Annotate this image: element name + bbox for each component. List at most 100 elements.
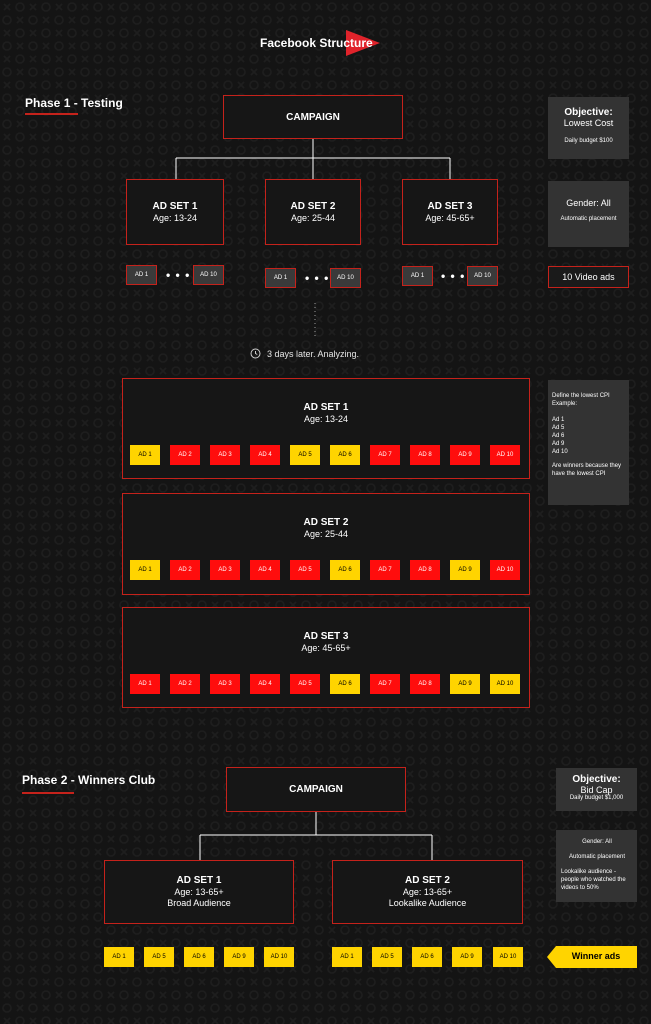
daily-budget: Daily budget $100 bbox=[564, 138, 613, 144]
adset-age: Age: 13-24 bbox=[152, 212, 198, 223]
winner-ad-chip: AD 10 bbox=[490, 674, 520, 694]
loser-ad-chip: AD 8 bbox=[410, 674, 440, 694]
note-ad-item: Ad 9 bbox=[552, 441, 565, 447]
video-ads-label: 10 Video ads bbox=[562, 272, 615, 282]
phase1-adset-2: AD SET 2 Age: 25-44 bbox=[265, 179, 361, 245]
phase2-targeting-panel: Gender: All Automatic placement Lookalik… bbox=[556, 830, 637, 902]
note-ad-item: Ad 5 bbox=[552, 425, 565, 431]
adset-audience: Broad Audience bbox=[167, 898, 231, 908]
loser-ad-chip: AD 5 bbox=[290, 674, 320, 694]
loser-ad-chip: AD 7 bbox=[370, 560, 400, 580]
winner-ad-chip: AD 5 bbox=[290, 445, 320, 465]
gender-text: Gender: All bbox=[582, 839, 612, 845]
phase1-label: Phase 1 - Testing bbox=[25, 96, 123, 110]
adset-name: AD SET 1 bbox=[176, 875, 222, 886]
phase2-adset-2: AD SET 2 Age: 13-65+ Lookalike Audience bbox=[332, 860, 523, 924]
loser-ad-chip: AD 9 bbox=[450, 445, 480, 465]
winner-ad-chip: AD 9 bbox=[452, 947, 482, 967]
phase2-label: Phase 2 - Winners Club bbox=[22, 773, 156, 787]
note-ad-item: Ad 10 bbox=[552, 449, 568, 455]
placement-text: Automatic placement bbox=[560, 216, 617, 222]
winner-ad-chip: AD 1 bbox=[130, 445, 160, 465]
phase2-campaign-label: CAMPAIGN bbox=[289, 784, 343, 795]
loser-ad-chip: AD 8 bbox=[410, 560, 440, 580]
loser-ad-chip: AD 10 bbox=[490, 445, 520, 465]
phase1-adset-1: AD SET 1 Age: 13-24 bbox=[126, 179, 224, 245]
loser-ad-chip: AD 1 bbox=[130, 674, 160, 694]
winner-ad-chip: AD 9 bbox=[450, 560, 480, 580]
ad-row: AD 1 AD 2 AD 3 AD 4 AD 5 AD 6 AD 7 AD 8 AD 9 AD 1… bbox=[130, 674, 520, 694]
gender-text: Gender: All bbox=[566, 198, 611, 208]
winner-ads-label: Winner ads bbox=[571, 951, 621, 961]
winner-ad-chip: AD 6 bbox=[184, 947, 214, 967]
note-example: Example: bbox=[552, 401, 578, 407]
ad-chip: AD 10 bbox=[193, 265, 224, 285]
adset-name: AD SET 1 bbox=[152, 200, 198, 212]
video-ads-box: 10 Video ads bbox=[548, 266, 629, 288]
objective-value: Lowest Cost bbox=[563, 118, 614, 128]
placement-text: Automatic placement bbox=[568, 854, 626, 860]
adset-age: Age: 13-65+ bbox=[174, 887, 224, 897]
ellipsis: • • • bbox=[305, 271, 330, 285]
adset-age: Age: 45-65+ bbox=[425, 212, 475, 223]
winner-ad-chip: AD 6 bbox=[412, 947, 442, 967]
loser-ad-chip: AD 7 bbox=[370, 674, 400, 694]
adset-age: Age: 45-65+ bbox=[301, 643, 351, 653]
wait-indicator: 3 days later. Analyzing. bbox=[250, 348, 359, 359]
adset-name: AD SET 1 bbox=[303, 402, 349, 413]
loser-ad-chip: AD 7 bbox=[370, 445, 400, 465]
loser-ad-chip: AD 2 bbox=[170, 560, 200, 580]
objective-value: Bid Cap bbox=[580, 785, 613, 795]
ad-chip: AD 1 bbox=[265, 268, 296, 288]
loser-ad-chip: AD 2 bbox=[170, 674, 200, 694]
ad-chip: AD 1 bbox=[402, 266, 433, 286]
winner-ad-chip: AD 5 bbox=[372, 947, 402, 967]
winner-ad-chip: AD 9 bbox=[224, 947, 254, 967]
ad-chip: AD 1 bbox=[126, 265, 157, 285]
winner-ad-chip: AD 5 bbox=[144, 947, 174, 967]
adset-age: Age: 13-24 bbox=[303, 414, 349, 424]
adset-name: AD SET 2 bbox=[404, 875, 450, 886]
phase2-objective-panel: Objective: Bid Cap Daily budget $1,000 bbox=[556, 768, 637, 811]
phase1-campaign-label: CAMPAIGN bbox=[286, 111, 340, 123]
winner-tag-arrow-shape bbox=[547, 946, 637, 968]
ad-chip: AD 10 bbox=[467, 266, 498, 286]
clock-icon bbox=[250, 348, 261, 359]
note-conclusion: Are winners because they have the lowest… bbox=[552, 463, 622, 477]
phase1-campaign-box: CAMPAIGN bbox=[223, 95, 403, 139]
phase1-targeting-panel: Gender: All Automatic placement bbox=[548, 181, 629, 247]
loser-ad-chip: AD 10 bbox=[490, 560, 520, 580]
page-title: Facebook Structure bbox=[260, 36, 373, 50]
phase2-adset-1: AD SET 1 Age: 13-65+ Broad Audience bbox=[104, 860, 294, 924]
loser-ad-chip: AD 4 bbox=[250, 445, 280, 465]
winner-ad-chip: AD 10 bbox=[493, 947, 523, 967]
adset-age: Age: 25-44 bbox=[290, 212, 336, 223]
adset-name: AD SET 2 bbox=[290, 200, 336, 212]
winner-ad-chip: AD 10 bbox=[264, 947, 294, 967]
adset-age: Age: 25-44 bbox=[303, 529, 349, 539]
winner-ads-tag: Winner ads bbox=[547, 946, 637, 968]
winner-ad-chip: AD 6 bbox=[330, 560, 360, 580]
phase1-objective-panel: Objective: Lowest Cost Daily budget $100 bbox=[548, 97, 629, 159]
loser-ad-chip: AD 8 bbox=[410, 445, 440, 465]
objective-label: Objective: bbox=[564, 107, 613, 118]
winner-ad-chip: AD 6 bbox=[330, 674, 360, 694]
phase2-campaign-box: CAMPAIGN bbox=[226, 767, 406, 812]
loser-ad-chip: AD 3 bbox=[210, 445, 240, 465]
adset-name: AD SET 2 bbox=[303, 517, 349, 528]
daily-budget: Daily budget $1,000 bbox=[569, 795, 624, 801]
loser-ad-chip: AD 3 bbox=[210, 674, 240, 694]
loser-ad-chip: AD 4 bbox=[250, 674, 280, 694]
winner-ad-chip: AD 1 bbox=[332, 947, 362, 967]
winner-ad-chip: AD 6 bbox=[330, 445, 360, 465]
winner-ad-chip: AD 9 bbox=[450, 674, 480, 694]
winner-ad-chip: AD 1 bbox=[104, 947, 134, 967]
ad-chip: AD 10 bbox=[330, 268, 361, 288]
note-heading: Define the lowest CPI bbox=[552, 393, 610, 399]
adset-audience: Lookalike Audience bbox=[388, 898, 467, 908]
play-triangle-icon bbox=[346, 30, 380, 56]
